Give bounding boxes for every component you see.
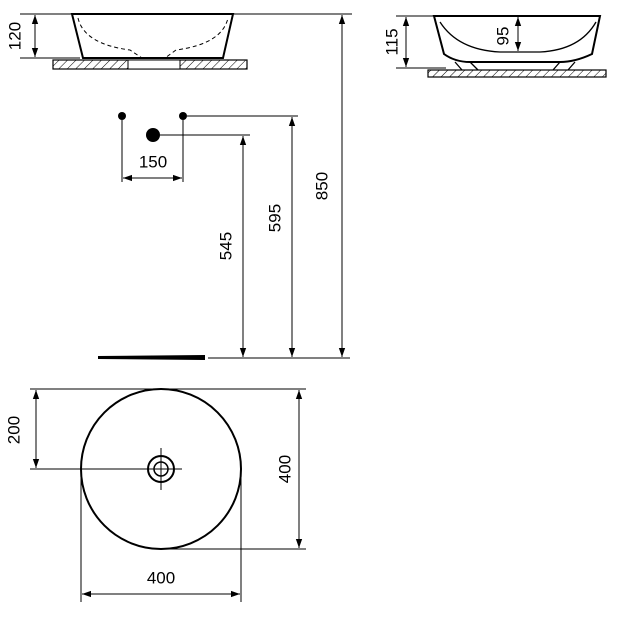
basin-side-foot-left [454,61,479,71]
dim-label-150: 150 [139,152,167,171]
dim-label-545: 545 [216,232,235,260]
dim-label-595: 595 [265,204,284,232]
dim-label-120: 120 [5,22,24,50]
plan-view: 200 400 400 [4,388,306,602]
dim-label-115: 115 [382,28,401,55]
dim-label-400-vertical: 400 [275,455,294,483]
dim-label-95: 95 [493,27,512,46]
countertop-side [427,69,607,78]
dim-label-200: 200 [4,416,23,444]
tap-left-point [118,112,126,120]
floor-symbol [98,355,205,360]
dim-label-400-horizontal: 400 [147,568,175,587]
waste-point [146,128,160,142]
side-elevation: 115 95 [382,15,607,78]
waste-gap-front [127,59,181,70]
dim-label-850: 850 [312,172,331,200]
basin-side-outline [432,15,602,63]
basin-side-foot-right [552,61,576,71]
tap-right-point [179,112,187,120]
connections: 150 595 545 [98,112,350,360]
basin-inner-profile [77,17,229,59]
basin-side-inner [439,21,597,53]
front-elevation: 120 850 [5,13,352,357]
basin-front-outline [70,13,235,59]
